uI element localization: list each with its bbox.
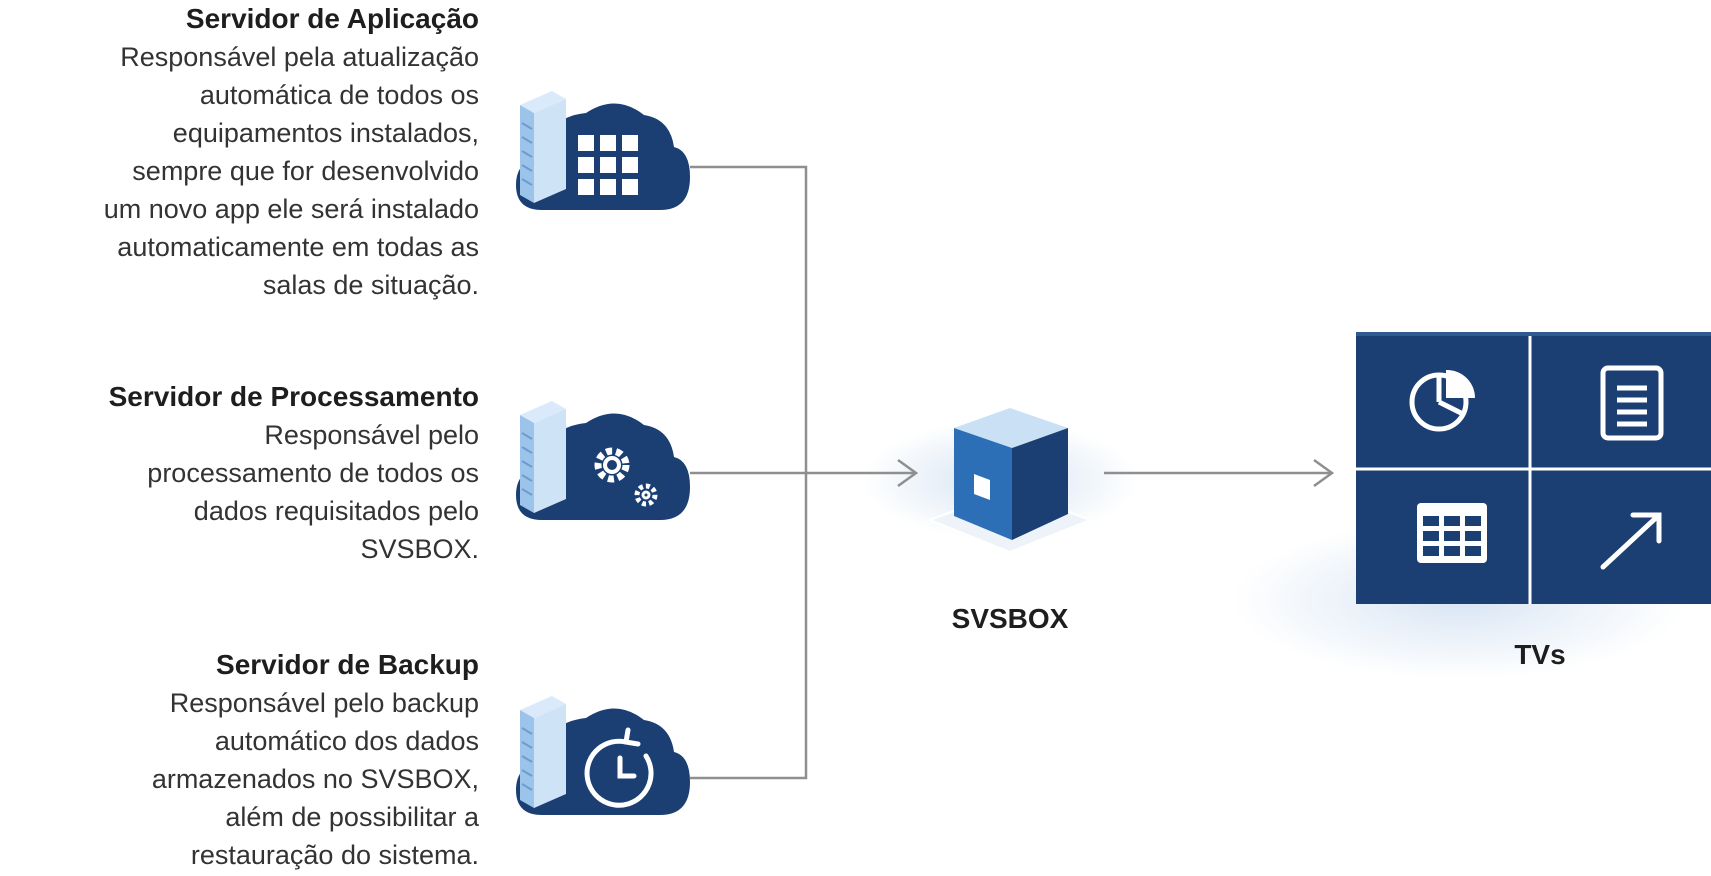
desc-line: dados requisitados pelo [193, 496, 479, 526]
server-backup-title: Servidor de Backup [216, 649, 479, 680]
server-cloud-backup-clock-icon [516, 696, 690, 815]
server-cloud-gears-icon [516, 401, 690, 520]
cube-icon [927, 408, 1093, 554]
desc-line: Responsável pelo backup [169, 688, 479, 718]
trend-arrow-icon [1600, 512, 1662, 570]
server-processing-description: Responsável pelo processamento de todos … [109, 416, 479, 568]
desc-line: armazenados no SVSBOX, [151, 764, 479, 794]
desc-line: automaticamente em todas as [117, 232, 479, 262]
desc-line: processamento de todos os [147, 458, 479, 488]
server-processing-title: Servidor de Processamento [108, 381, 479, 412]
svsbox-label: SVSBOX [951, 603, 1069, 634]
desc-line: SVSBOX. [360, 534, 479, 564]
desc-line: equipamentos instalados, [172, 118, 479, 148]
table-icon [1417, 503, 1487, 563]
desc-line: automática de todos os [199, 80, 479, 110]
tvs-label: TVs [1514, 639, 1566, 670]
server-cloud-app-grid-icon [516, 91, 690, 210]
pie-chart-icon [1409, 369, 1475, 432]
desc-line: sempre que for desenvolvido [132, 156, 479, 186]
server-application-text: Servidor de Aplicação Responsável pela a… [104, 0, 479, 304]
tv-wall [1356, 332, 1711, 604]
server-application-title: Servidor de Aplicação [185, 3, 479, 34]
server-backup-description: Responsável pelo backup automático dos d… [152, 684, 479, 874]
desc-line: automático dos dados [214, 726, 479, 756]
desc-line: Responsável pela atualização [120, 42, 479, 72]
arrowhead-svsbox [897, 458, 919, 488]
desc-line: salas de situação. [262, 270, 479, 300]
server-application-description: Responsável pela atualização automática … [104, 38, 479, 304]
desc-line: um novo app ele será instalado [103, 194, 479, 224]
desc-line: Responsável pelo [264, 420, 479, 450]
server-processing-text: Servidor de Processamento Responsável pe… [109, 378, 479, 568]
arrowhead-tvs [1313, 458, 1335, 488]
server-backup-text: Servidor de Backup Responsável pelo back… [152, 646, 479, 874]
desc-line: restauração do sistema. [190, 840, 479, 870]
desc-line: além de possibilitar a [225, 802, 479, 832]
document-icon [1600, 365, 1664, 441]
